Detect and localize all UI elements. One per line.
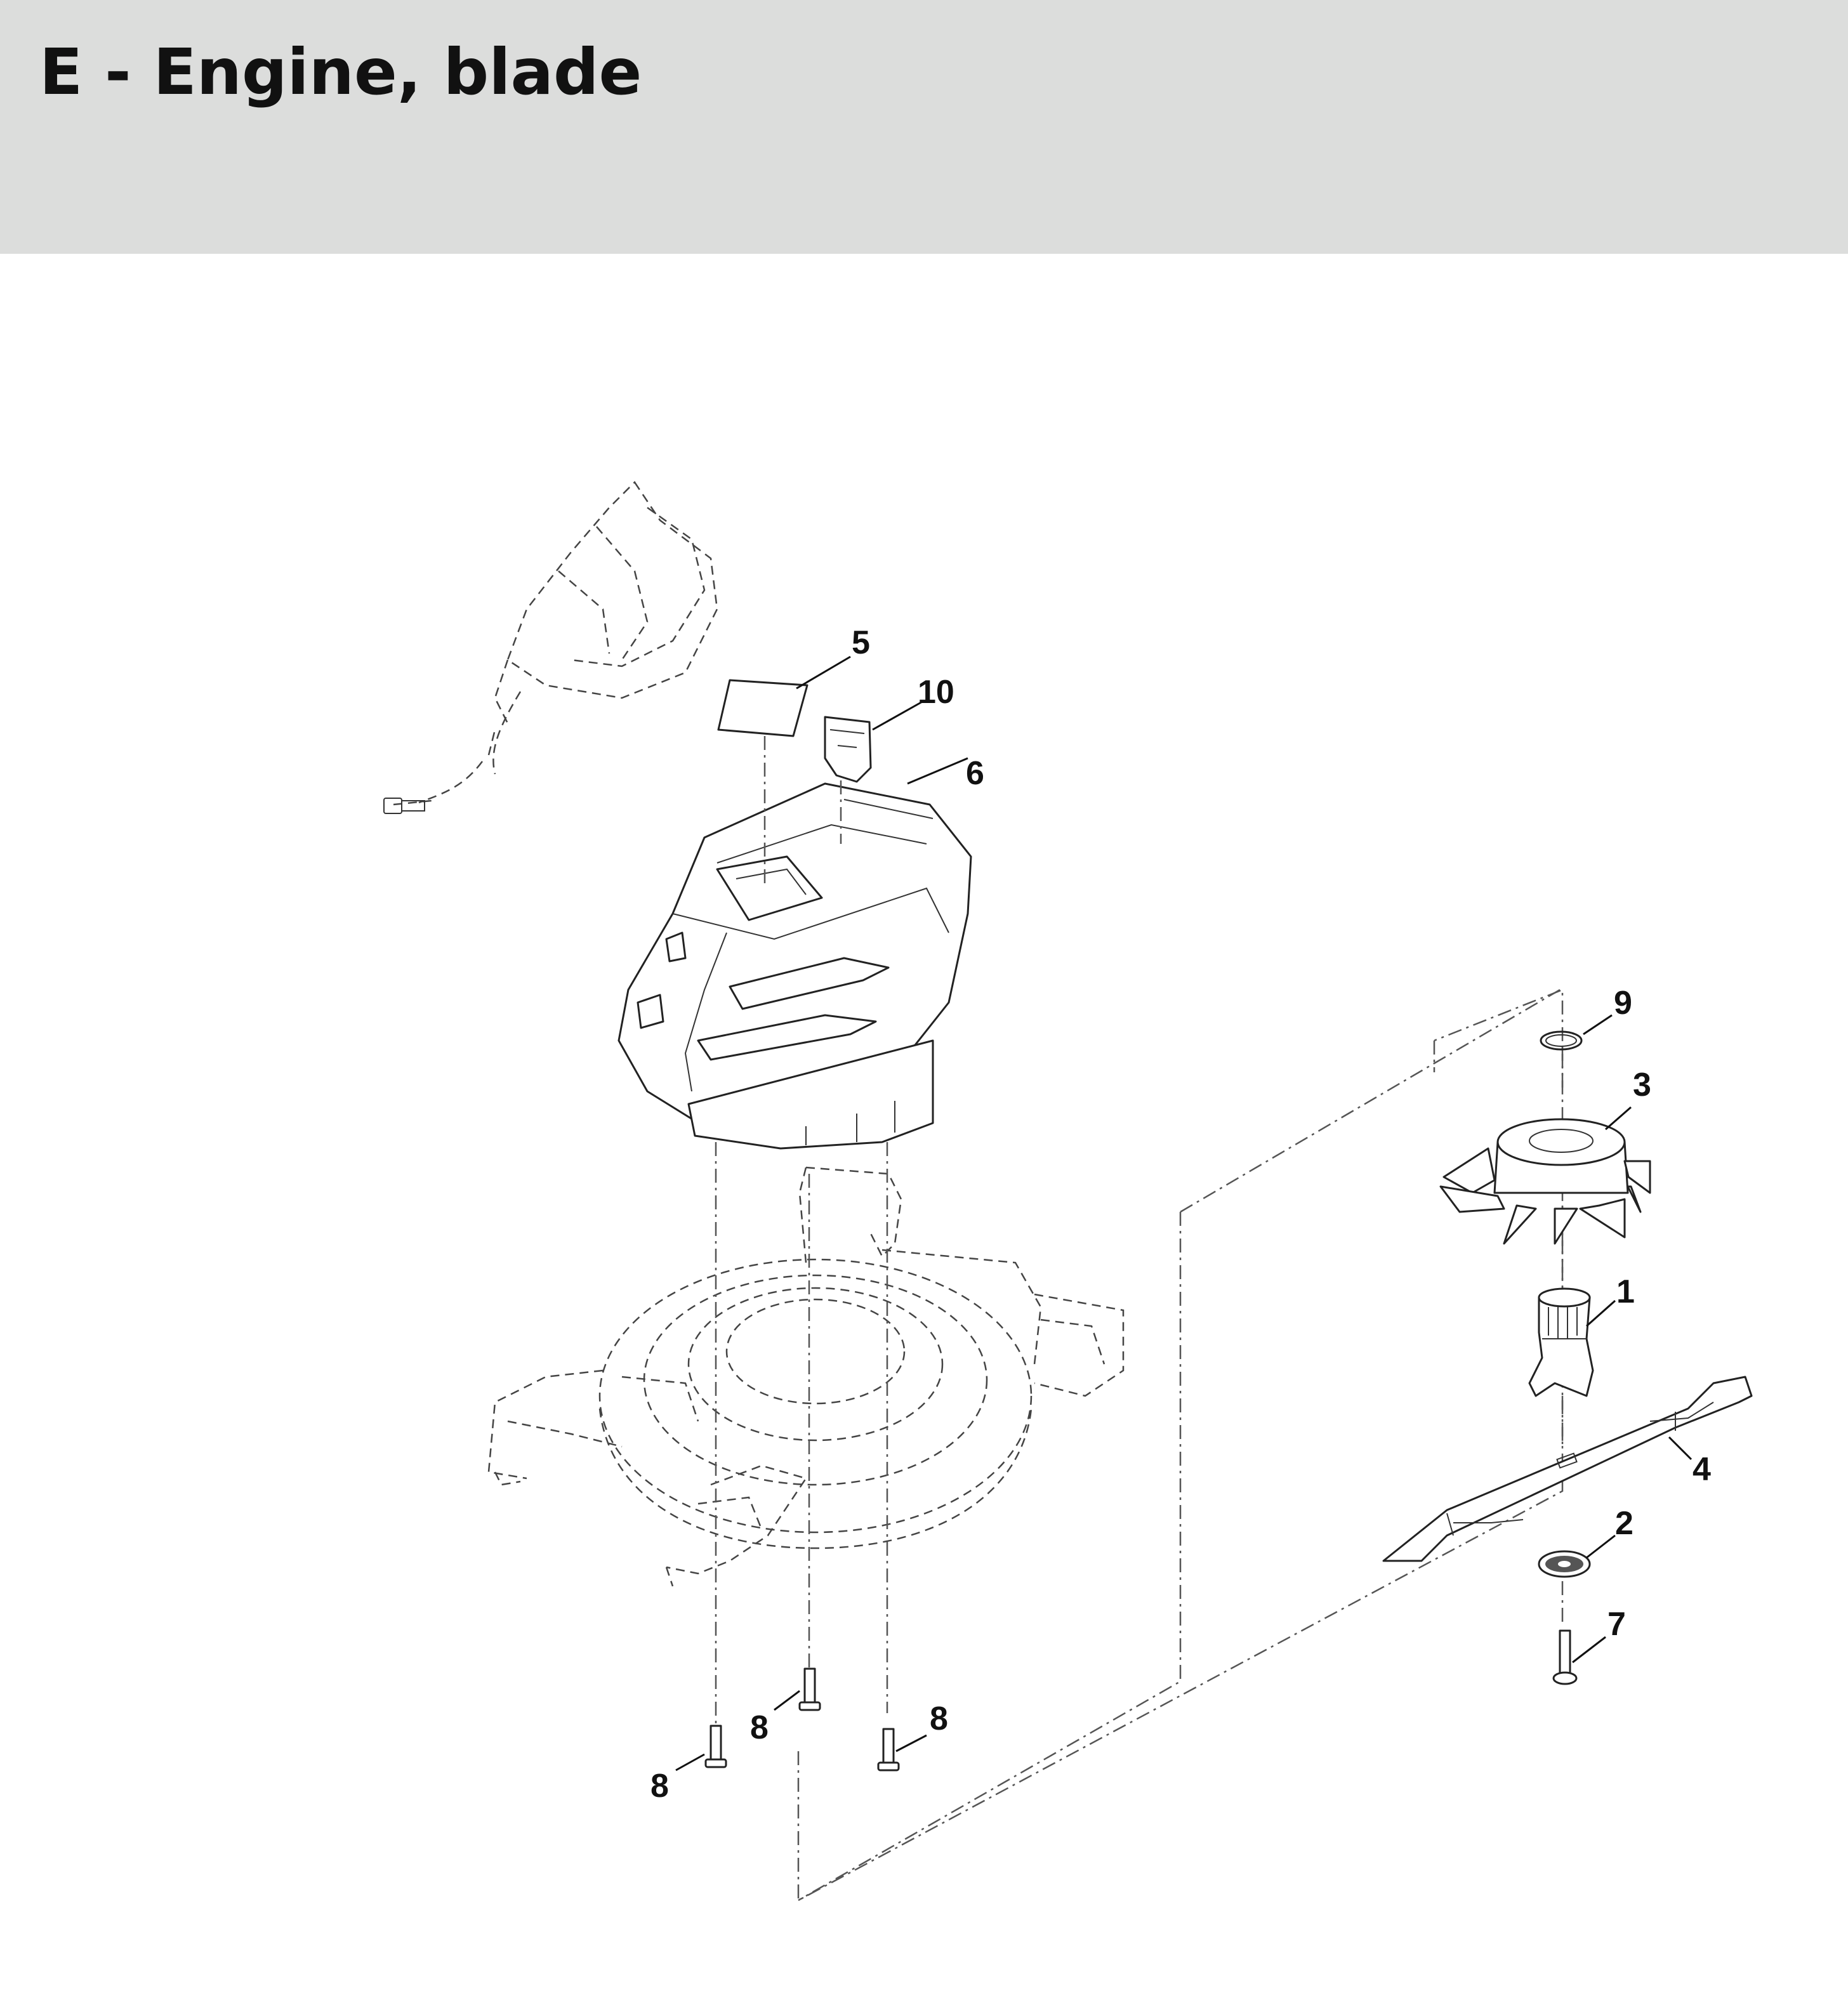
callout-7: 7 xyxy=(1607,1606,1626,1643)
screw-8b xyxy=(798,1667,821,1711)
callout-1: 1 xyxy=(1616,1273,1635,1310)
callout-9: 9 xyxy=(1614,985,1632,1022)
callout-10: 10 xyxy=(918,674,954,711)
alignment-lines xyxy=(715,736,1564,1902)
callout-5: 5 xyxy=(852,624,870,661)
callout-3: 3 xyxy=(1633,1067,1651,1103)
screw-8a xyxy=(704,1725,727,1768)
motor-cover-part xyxy=(617,782,972,1150)
decal-part xyxy=(717,679,808,737)
handle-bracket-assembly xyxy=(383,481,718,814)
switch-part xyxy=(824,716,872,783)
header-bar: E - Engine, blade xyxy=(0,0,1848,254)
callout-6: 6 xyxy=(966,755,984,792)
blade-adapter-part xyxy=(1528,1287,1594,1397)
callout-4: 4 xyxy=(1693,1451,1711,1488)
callout-8c: 8 xyxy=(930,1700,948,1737)
fan-part xyxy=(1439,1118,1651,1245)
washer-part xyxy=(1538,1550,1591,1578)
page-title: E - Engine, blade xyxy=(39,35,642,109)
circlip-part xyxy=(1540,1030,1583,1051)
blade-part xyxy=(1382,1376,1753,1562)
callout-2: 2 xyxy=(1615,1505,1634,1542)
mower-deck-assembly xyxy=(487,1166,1125,1587)
blade-screw-part xyxy=(1552,1629,1578,1685)
callout-8a: 8 xyxy=(650,1768,669,1805)
leader-lines xyxy=(675,655,1693,1772)
callout-labels: 5 10 6 9 3 1 4 2 7 8 8 8 xyxy=(650,624,1711,1805)
callout-8b: 8 xyxy=(750,1709,769,1746)
screw-8c xyxy=(877,1728,900,1772)
